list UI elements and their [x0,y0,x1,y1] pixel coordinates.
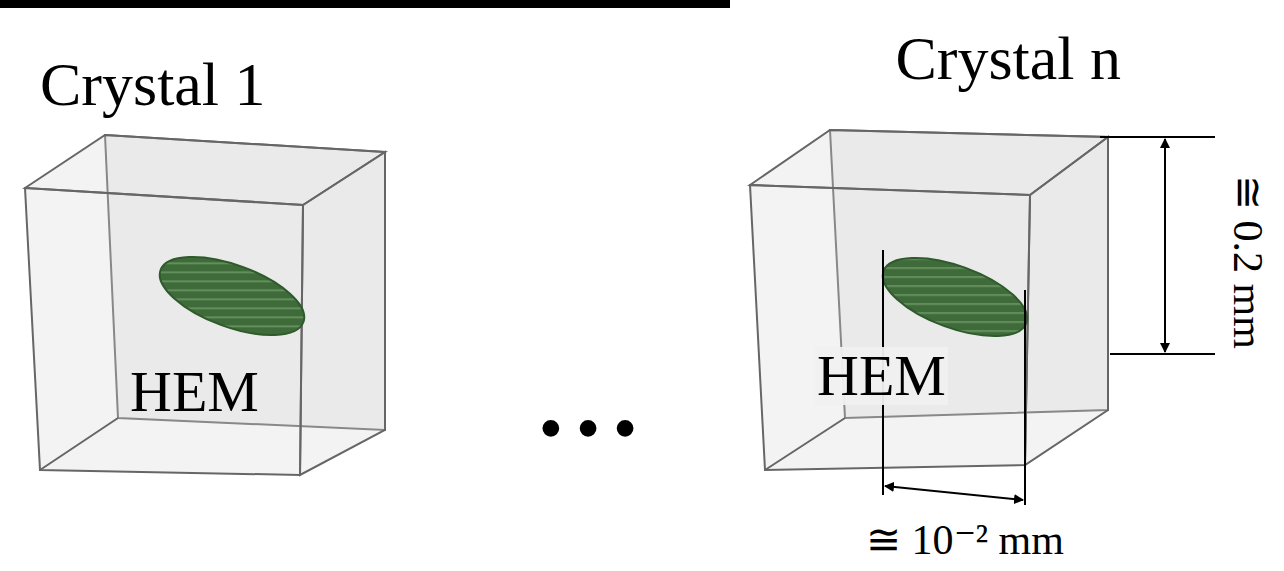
hem-label: HEM [815,347,948,405]
crystal-title: Crystal 1 [40,53,266,115]
ellipsis-dots: • • • [540,397,636,459]
dimension-label: ≅ 10⁻² mm [866,519,1064,561]
dimension-label: ≅ 0.2 mm [1227,175,1269,349]
dimension-line [1100,137,1215,354]
hem-ellipsoid [873,242,1037,352]
crystal-title: Crystal n [895,27,1121,89]
crystal-node: Crystal n HEM [745,10,1125,480]
hem-label: HEM [130,363,259,421]
crystal-cube [750,130,1108,470]
crystal-cube [25,135,385,475]
top-bar [0,0,730,8]
hem-ellipsoid [150,241,314,351]
crystal-node: Crystal 1 HEM [20,35,400,480]
